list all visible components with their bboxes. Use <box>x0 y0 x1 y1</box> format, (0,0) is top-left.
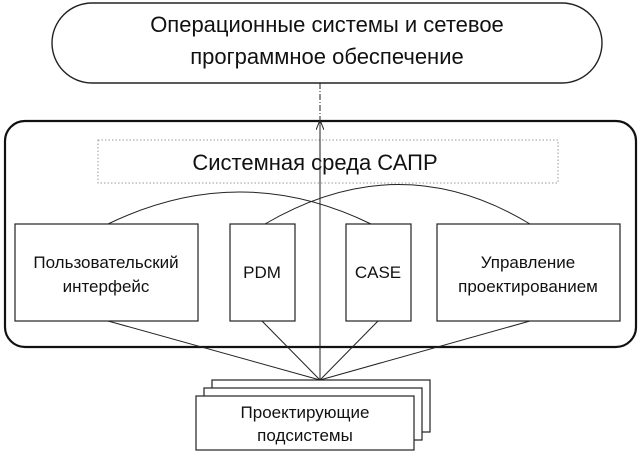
environment-title: Системная среда САПР <box>192 150 437 175</box>
subsystem-line1: Проектирующие <box>241 403 370 422</box>
subsystem-line2: подсистемы <box>257 426 353 445</box>
module-ui-line1: Пользовательский <box>33 253 178 272</box>
os-box <box>51 2 603 84</box>
subsystem-stack-front <box>195 395 415 451</box>
module-mgmt-line1: Управление <box>481 253 576 272</box>
fan-line-pdm <box>261 320 321 381</box>
os-box-line2: программное обеспечение <box>190 44 463 69</box>
module-mgmt-line2: проектированием <box>458 277 598 296</box>
arc-pdm-mgmt <box>264 184 531 225</box>
fan-line-case <box>319 320 379 381</box>
module-case-box <box>345 223 412 322</box>
module-case-label: CASE <box>355 263 401 282</box>
module-pdm-box <box>229 223 296 322</box>
arc-ui-case <box>107 191 372 225</box>
module-ui-line2: интерфейс <box>63 277 150 296</box>
fan-line-ui <box>107 320 321 381</box>
module-pdm-label: PDM <box>243 263 281 282</box>
environment-title-frame <box>97 139 559 184</box>
fan-line-mgmt <box>319 320 531 381</box>
module-ui-box <box>14 223 199 322</box>
module-mgmt-box <box>436 223 621 322</box>
os-box-line1: Операционные системы и сетевое <box>150 12 504 37</box>
